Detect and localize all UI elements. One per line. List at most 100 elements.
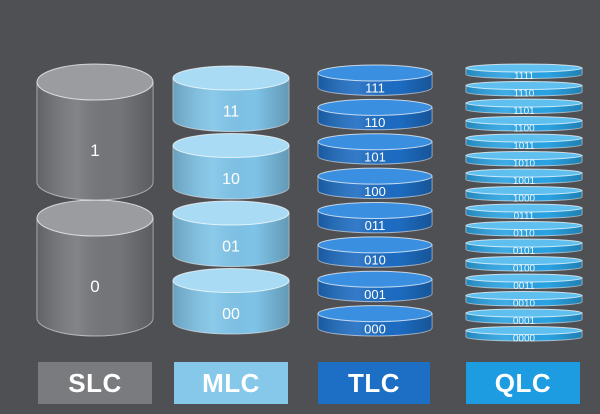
qlc-cell-value: 0000 <box>513 333 536 344</box>
mlc-cell-shading <box>173 78 289 132</box>
qlc-cell: 1111 <box>465 63 583 82</box>
qlc-cell-top <box>465 63 583 73</box>
tlc-cell-value: 000 <box>364 321 386 336</box>
slc-cell-top <box>36 63 154 101</box>
mlc-cell-top <box>172 200 290 226</box>
mlc-cell-top <box>172 268 290 293</box>
qlc-cell-value: 0001 <box>513 316 536 327</box>
slc-cell-shading <box>37 218 153 336</box>
tlc-stack: 000 001 010 011 100 101 110 111 <box>317 64 433 337</box>
qlc-cell: 1000 <box>465 186 583 204</box>
tlc-cell: 100 <box>317 167 433 199</box>
qlc-cell: 0011 <box>465 273 583 292</box>
slc-cell-top <box>36 199 154 237</box>
mlc-cell-value: 10 <box>222 171 240 188</box>
qlc-cell-value: 1100 <box>513 123 535 134</box>
slc-cell-value: 0 <box>90 277 99 296</box>
qlc-cell-top <box>465 186 583 195</box>
tlc-cell: 101 <box>317 133 433 165</box>
qlc-cell-top <box>465 133 583 143</box>
qlc-cell: 0101 <box>465 238 583 257</box>
qlc-cell-value: 1000 <box>513 193 536 204</box>
mlc-cell: 00 <box>172 268 290 335</box>
qlc-cell-top <box>465 151 583 160</box>
qlc-cell-value: 1101 <box>513 106 535 117</box>
tlc-cell-top <box>317 98 433 116</box>
slc-label: SLC <box>38 362 152 404</box>
qlc-cell-value: 0101 <box>513 246 536 257</box>
tlc-cell-value: 111 <box>365 81 385 96</box>
qlc-cell-top <box>465 203 583 213</box>
slc-cell: 1 <box>36 63 154 201</box>
qlc-cell: 1110 <box>465 81 583 99</box>
slc-cell-value: 1 <box>90 141 99 160</box>
qlc-cell: 1011 <box>465 133 583 152</box>
mlc-cell: 10 <box>172 133 290 200</box>
qlc-cell-top <box>465 168 583 178</box>
mlc-cell: 01 <box>172 200 290 267</box>
qlc-cell-value: 0010 <box>513 298 536 309</box>
qlc-cell-value: 1010 <box>513 158 536 169</box>
slc-cell-shading <box>37 82 153 200</box>
mlc-stack: 00 01 10 11 <box>172 65 290 335</box>
tlc-cell-top <box>317 236 433 254</box>
mlc-cell-shading <box>173 145 289 199</box>
slc-cell: 0 <box>36 199 154 337</box>
mlc-cell-value: 11 <box>223 103 240 120</box>
qlc-cell-top <box>465 308 583 318</box>
qlc-cell: 0010 <box>465 291 583 309</box>
qlc-cell-top <box>465 98 583 108</box>
qlc-cell-top <box>465 81 583 90</box>
tlc-cell-value: 100 <box>364 184 386 199</box>
tlc-cell-top <box>317 133 433 151</box>
qlc-cell: 0111 <box>465 203 583 222</box>
qlc-cell: 1100 <box>465 116 583 134</box>
qlc-cell-top <box>465 221 583 230</box>
tlc-cell-value: 010 <box>364 253 386 268</box>
qlc-cell-value: 1011 <box>513 141 535 152</box>
qlc-cell-top <box>465 256 583 265</box>
tlc-label: TLC <box>318 362 430 404</box>
tlc-cell-value: 101 <box>364 149 386 164</box>
mlc-cell-value: 00 <box>222 306 240 323</box>
qlc-cell-value: 0011 <box>513 281 535 292</box>
qlc-cell: 0110 <box>465 221 583 239</box>
tlc-cell: 111 <box>317 64 433 96</box>
qlc-cell-top <box>465 273 583 283</box>
qlc-cell-value: 0110 <box>513 228 535 239</box>
qlc-cell: 0100 <box>465 256 583 274</box>
tlc-cell-top <box>317 270 433 288</box>
tlc-cell: 011 <box>317 202 433 234</box>
mlc-cell-top <box>172 65 290 91</box>
qlc-cell: 1010 <box>465 151 583 169</box>
tlc-cell-value: 011 <box>365 218 386 233</box>
qlc-cell: 1101 <box>465 98 583 117</box>
mlc-label: MLC <box>174 362 288 404</box>
qlc-cell-value: 1110 <box>514 88 535 99</box>
slc-stack: 01 <box>36 63 154 337</box>
mlc-cell-shading <box>173 213 289 267</box>
qlc-stack: 0000 0001 0010 0011 0100 0101 0110 0111 1000 1001… <box>465 63 583 344</box>
qlc-cell-top <box>465 291 583 300</box>
tlc-cell-top <box>317 202 433 219</box>
tlc-cell-value: 001 <box>364 287 386 302</box>
qlc-cell-value: 1111 <box>514 71 534 82</box>
mlc-cell-shading <box>173 280 289 334</box>
qlc-cell-value: 0100 <box>513 263 536 274</box>
qlc-label: QLC <box>466 362 580 404</box>
tlc-cell: 000 <box>317 305 433 337</box>
tlc-cell: 010 <box>317 236 433 268</box>
tlc-cell-top <box>317 167 433 185</box>
mlc-cell-top <box>172 133 290 158</box>
mlc-cell: 11 <box>172 65 290 132</box>
qlc-cell-top <box>465 116 583 125</box>
qlc-cell-value: 0111 <box>514 211 535 222</box>
qlc-cell: 1001 <box>465 168 583 187</box>
mlc-cell-value: 01 <box>222 238 240 255</box>
tlc-cell: 110 <box>317 98 433 131</box>
tlc-cell-top <box>317 64 433 82</box>
qlc-cell: 0001 <box>465 308 583 327</box>
tlc-cell-value: 110 <box>365 115 386 130</box>
